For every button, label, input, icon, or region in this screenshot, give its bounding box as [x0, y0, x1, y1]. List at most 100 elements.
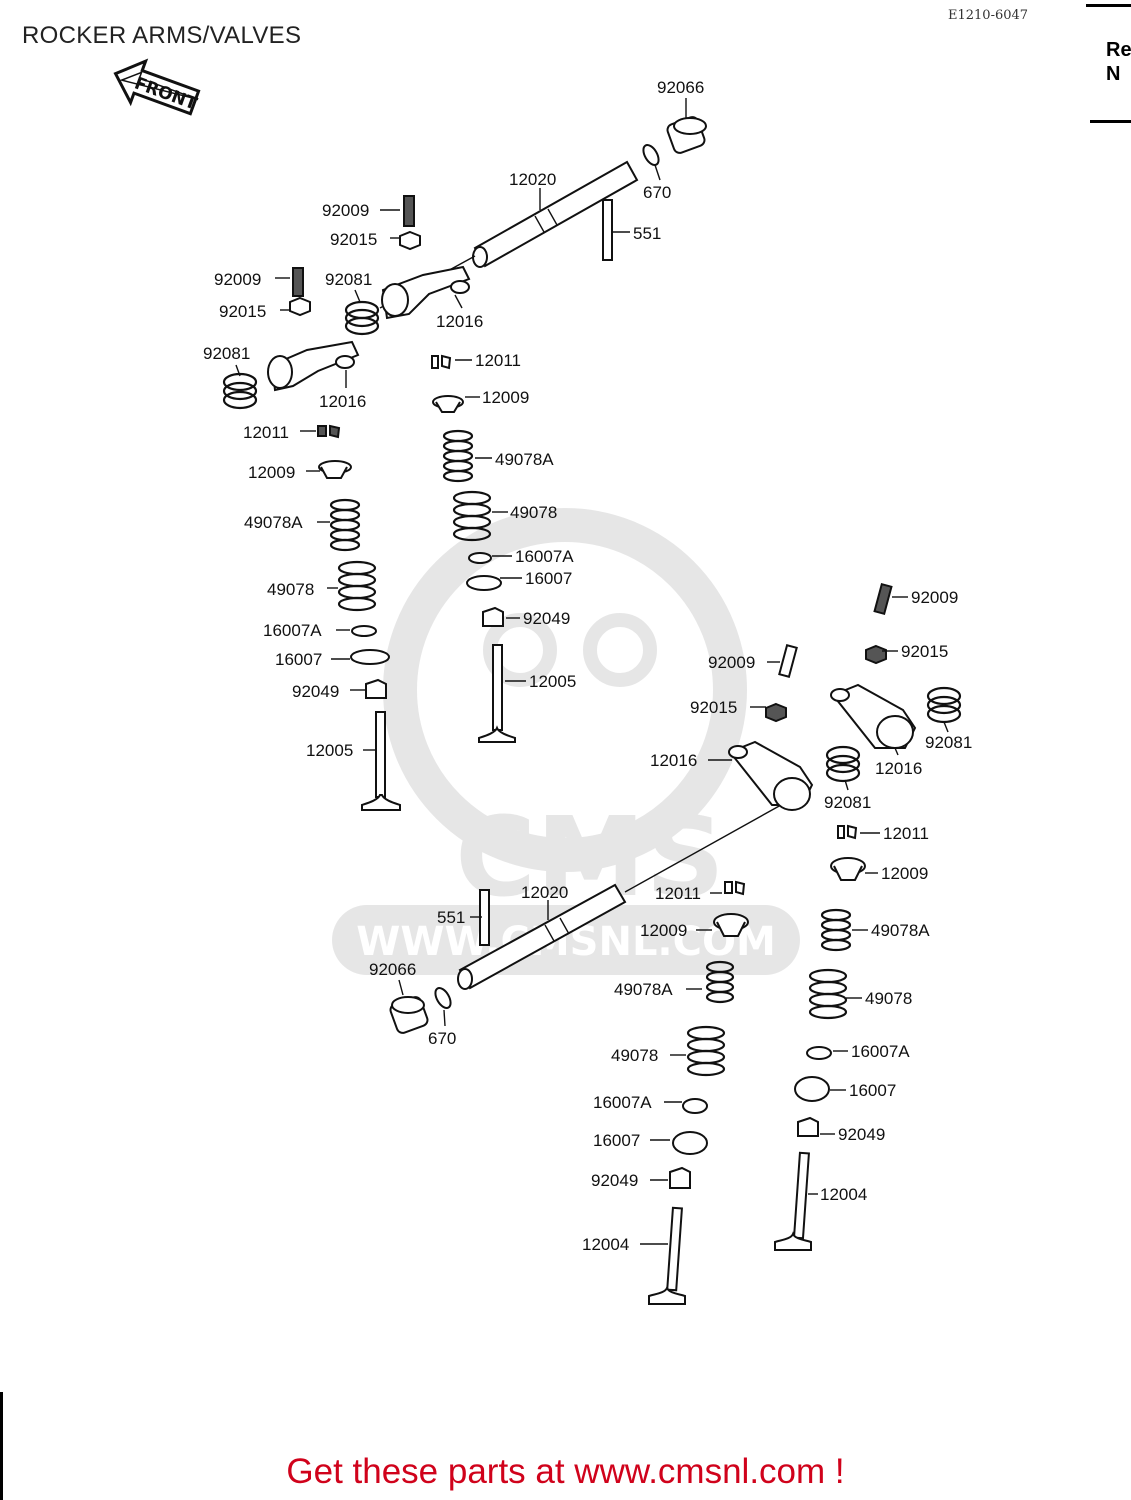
corner-mark-line-2: N — [1106, 63, 1121, 85]
upper-shaft-cap-icon — [666, 116, 707, 154]
right-valve-icon — [774, 1151, 812, 1251]
corner-rule-top — [1086, 4, 1131, 7]
part-label: 49078 — [510, 503, 557, 522]
corner-reference-mark: Re N — [1106, 38, 1131, 86]
upper-left-valve-icon — [361, 711, 401, 811]
upper-left-spring-seat-icon — [350, 649, 390, 665]
watermark-url-band — [332, 905, 800, 975]
leader-lines — [235, 98, 949, 1245]
upper-left-spring-seat-small-icon — [351, 625, 377, 637]
part-label: 92009 — [911, 588, 958, 607]
upper-left-cotter-icon — [317, 424, 341, 439]
part-label: 12011 — [883, 824, 929, 843]
part-label: 12005 — [529, 672, 576, 691]
upper-spring-seat-icon — [466, 575, 502, 591]
lower-rocker-shaft — [457, 799, 791, 990]
right-adjust-screw-icon — [865, 582, 893, 665]
part-label: 12020 — [509, 170, 556, 189]
promo-link[interactable]: Get these parts at www.cmsnl.com ! — [286, 1452, 845, 1491]
right-shim-spring-icon — [926, 686, 962, 724]
part-label: 92015 — [690, 698, 737, 717]
part-label: 670 — [643, 183, 671, 202]
watermark-mascot-eye-left — [483, 613, 557, 687]
part-label: 49078 — [611, 1046, 658, 1065]
corner-mark-line-1: Re — [1106, 39, 1131, 61]
part-label: 12020 — [521, 883, 568, 902]
upper-outer-spring-icon — [452, 490, 492, 542]
part-label: 92049 — [523, 609, 570, 628]
lower-shaft-cap-icon — [389, 996, 429, 1034]
right-spring-seat-icon — [794, 1076, 830, 1102]
upper-left-rocker-arm-icon — [267, 340, 360, 392]
middle-adjust-screw-icon — [765, 643, 798, 723]
right-rocker-arm-icon — [830, 683, 917, 749]
part-label: 12011 — [243, 423, 289, 442]
part-label: 551 — [633, 224, 661, 243]
middle-inner-spring-icon — [705, 960, 735, 1004]
right-cotter-icon — [837, 824, 858, 840]
part-label: 16007A — [515, 547, 574, 566]
reference-code: E1210-6047 — [948, 8, 1029, 23]
part-label: 92009 — [214, 270, 261, 289]
part-label: 92009 — [708, 653, 755, 672]
part-label: 49078A — [614, 980, 673, 999]
upper-left-outer-spring-icon — [337, 560, 377, 612]
part-label: 670 — [428, 1029, 456, 1048]
watermark-mascot-outline — [383, 508, 747, 872]
exploded-parts-diagram: CMS WWW.CMSNL.COM FRONT — [113, 58, 972, 1305]
part-label: 16007A — [851, 1042, 910, 1061]
middle-cotter-icon — [724, 880, 746, 896]
part-label: 16007 — [849, 1081, 896, 1100]
corner-rule-bottom — [1090, 120, 1131, 123]
upper-rocker-arm-icon — [381, 265, 471, 320]
part-label: 92066 — [369, 960, 416, 979]
upper-spring-seat-small-icon — [468, 552, 492, 564]
middle-shim-spring-icon — [825, 745, 861, 783]
middle-rocker-arm-icon — [728, 740, 814, 811]
upper-inner-spring-icon — [442, 429, 474, 483]
right-spring-seat-small-icon — [806, 1046, 832, 1060]
right-outer-spring-icon — [808, 968, 848, 1020]
right-valve-seal-icon — [797, 1116, 819, 1137]
page-title: ROCKER ARMS/VALVES — [22, 22, 302, 49]
part-label: 12016 — [650, 751, 697, 770]
cms-watermark: CMS WWW.CMSNL.COM — [332, 508, 800, 975]
right-retainer-icon — [830, 857, 866, 881]
front-arrow-icon: FRONT — [113, 58, 201, 116]
part-label: 49078 — [267, 580, 314, 599]
upper-left-inner-spring-icon — [329, 498, 361, 552]
part-label: 92081 — [925, 733, 972, 752]
part-label: 92066 — [657, 78, 704, 97]
part-label: 12016 — [436, 312, 483, 331]
part-label: 12011 — [475, 351, 521, 370]
middle-valve-icon — [648, 1206, 686, 1305]
upper-dowel-pin-icon — [602, 199, 613, 261]
part-label: 12005 — [306, 741, 353, 760]
upper-o-ring-icon — [642, 144, 660, 166]
part-number-labels: 92066 12020 670 551 92009 92015 92009 92… — [203, 78, 972, 1254]
part-label: 16007 — [525, 569, 572, 588]
upper-left-retainer-icon — [318, 460, 352, 479]
part-label: 92015 — [219, 302, 266, 321]
part-label: 12009 — [248, 463, 295, 482]
middle-outer-spring-icon — [686, 1025, 726, 1077]
upper-shim-spring-icon — [344, 300, 380, 336]
middle-spring-seat-icon — [672, 1131, 708, 1155]
part-label: 12004 — [582, 1235, 629, 1254]
middle-retainer-icon — [713, 913, 749, 937]
upper-adjust-screw-icon — [399, 195, 421, 251]
part-label: 12009 — [881, 864, 928, 883]
upper-valve-icon — [478, 644, 516, 743]
part-label: 49078 — [865, 989, 912, 1008]
upper-left-shim-spring-icon — [222, 372, 258, 410]
part-label: 16007A — [263, 621, 322, 640]
part-label: 92015 — [330, 230, 377, 249]
part-label: 49078A — [871, 921, 930, 940]
part-label: 12009 — [640, 921, 687, 940]
upper-left-valve-seal-icon — [365, 678, 387, 699]
part-label: 92049 — [591, 1171, 638, 1190]
part-label: 12016 — [319, 392, 366, 411]
part-label: 49078A — [244, 513, 303, 532]
right-inner-spring-icon — [820, 908, 852, 952]
part-label: 92049 — [292, 682, 339, 701]
